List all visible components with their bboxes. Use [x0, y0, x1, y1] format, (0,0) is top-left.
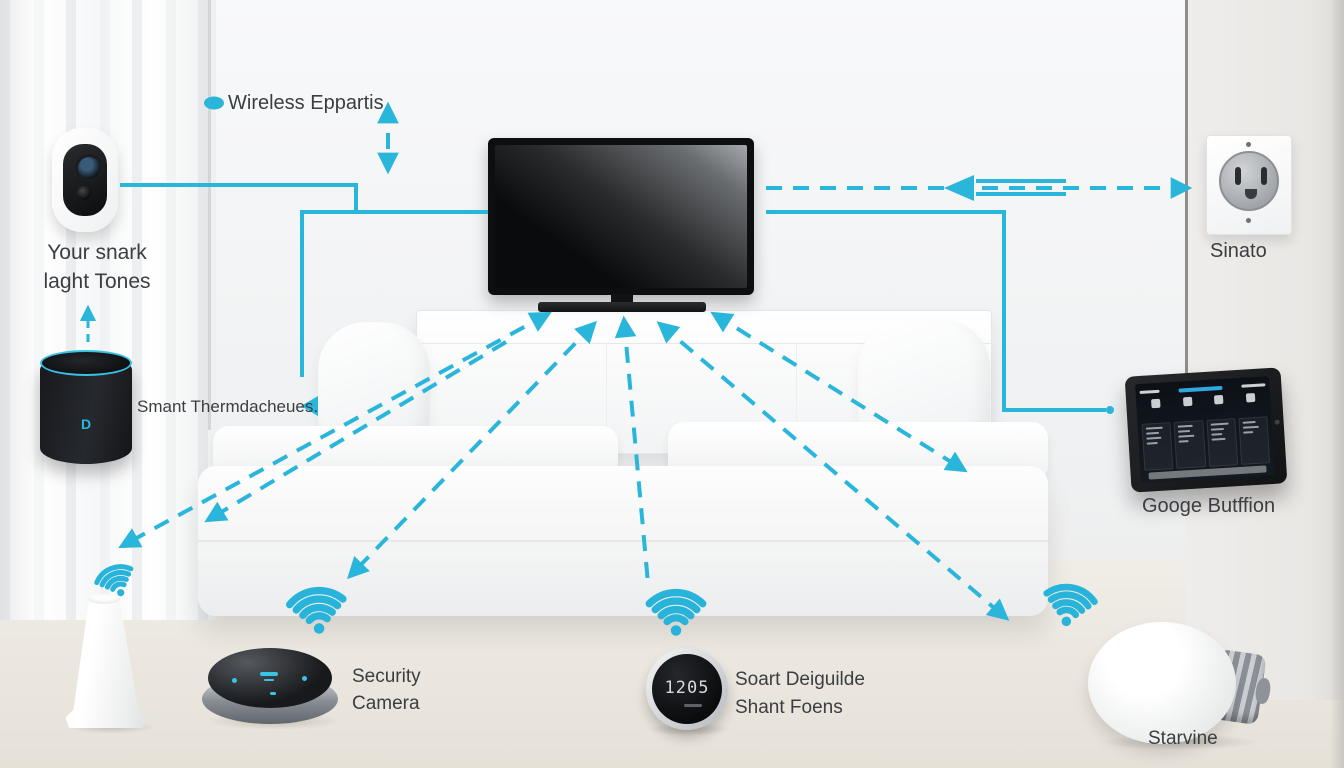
window-frame-edge — [208, 0, 211, 430]
label-thermostat-wall: Smant Thermdacheues. — [137, 397, 319, 416]
camera-secondary-lens-icon — [77, 186, 91, 200]
label-security-line1: Security — [352, 666, 421, 687]
speaker-light-ring — [40, 350, 132, 376]
sofa-seam — [198, 540, 1048, 542]
camera-lens-icon — [75, 154, 103, 182]
wifi-icon — [94, 564, 134, 597]
label-outlet: Sinato — [1210, 240, 1267, 262]
label-wireless: Wireless Eppartis — [228, 92, 384, 114]
label-bulb: Starvine — [1148, 728, 1218, 749]
right-wall — [1186, 0, 1344, 700]
wifi-icon — [285, 586, 347, 634]
smart-hub-puck — [202, 648, 338, 726]
tv-stand-base — [538, 302, 706, 312]
radiating-arrows — [118, 311, 1010, 621]
cone-speaker-device — [62, 594, 150, 728]
door-frame — [1185, 0, 1188, 485]
speaker-body — [40, 362, 132, 464]
smart-thermostat-device: 1205 — [646, 648, 728, 730]
cone-speaker-cap — [88, 594, 120, 604]
right-corner-shadow — [1330, 0, 1344, 768]
puck-glyph-icon — [264, 679, 274, 681]
smart-tv — [488, 138, 754, 295]
puck-glyph-icon — [270, 692, 276, 695]
label-tablet: Googe Butffion — [1142, 495, 1276, 517]
smart-bulb-device — [1088, 622, 1236, 744]
label-center-device: Soart Deiguilde Shant Foens — [735, 666, 865, 722]
camera-face — [63, 144, 107, 216]
puck-glyph-icon — [302, 676, 307, 681]
outlet-screw — [1246, 218, 1251, 223]
smart-plug-outlet — [1206, 135, 1292, 235]
label-center-line1: Soart Deiguilde — [735, 669, 865, 690]
wireless-icon — [204, 96, 224, 110]
wifi-icon — [645, 588, 707, 636]
label-camera-caption-line1: Your snark — [47, 241, 147, 264]
label-camera-caption: Your snark laght Tones — [32, 238, 162, 296]
thermostat-subtext-bar — [684, 704, 702, 707]
outlet-ground-hole — [1245, 189, 1257, 199]
security-camera-device — [52, 128, 118, 232]
thermostat-display: 1205 — [664, 678, 710, 698]
tv-to-outlet-arrow — [766, 175, 1193, 201]
puck-glyph-icon — [232, 678, 237, 683]
tv-stand-neck — [611, 294, 633, 304]
wifi-icon — [1043, 583, 1098, 627]
label-camera-caption-line2: laght Tones — [43, 270, 151, 293]
puck-top — [208, 648, 332, 708]
smart-speaker-device: D — [40, 350, 132, 464]
tv-to-tablet-connector — [766, 210, 1114, 414]
label-security-camera: Security Camera — [352, 663, 421, 717]
camera-to-tv-connector — [120, 183, 488, 377]
label-center-line2: Shant Foens — [735, 697, 843, 718]
console-divider — [606, 345, 608, 447]
outlet-slot — [1235, 167, 1241, 185]
outlet-screw — [1246, 142, 1251, 147]
label-security-line2: Camera — [352, 693, 420, 714]
tv-screen — [495, 145, 747, 288]
outlet-socket — [1219, 151, 1279, 211]
outlet-slot — [1261, 167, 1267, 185]
puck-glyph-icon — [260, 672, 278, 676]
speaker-logo: D — [80, 416, 92, 432]
thermostat-face: 1205 — [652, 654, 722, 724]
